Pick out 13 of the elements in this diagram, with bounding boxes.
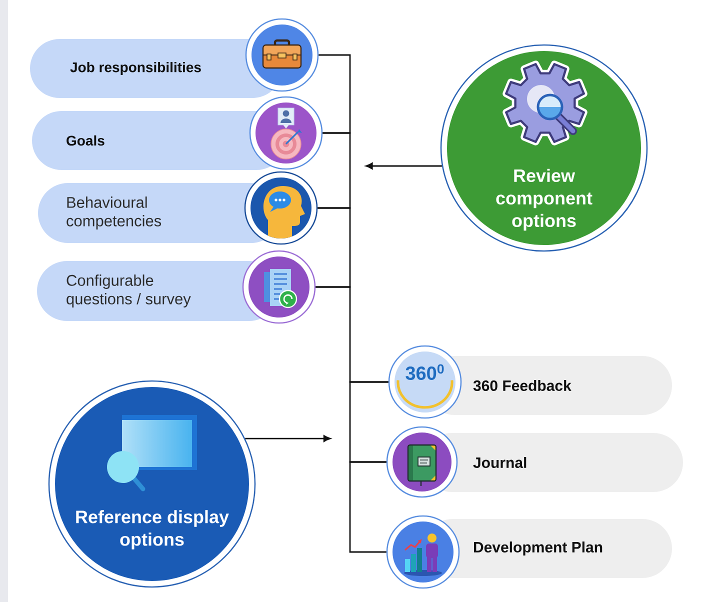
connector-line	[349, 461, 386, 553]
connector-line	[349, 381, 388, 463]
connector-line	[316, 207, 351, 288]
arrow	[366, 162, 442, 170]
connector-line	[318, 54, 351, 134]
growth-chart-icon	[386, 515, 460, 589]
head-icon	[244, 171, 318, 245]
arrow	[245, 435, 331, 442]
round-badge: 360$^{0}$	[388, 345, 462, 419]
briefcase-icon	[245, 18, 319, 92]
book-icon	[386, 426, 458, 498]
document-icon	[242, 250, 316, 324]
target-icon	[249, 96, 323, 170]
